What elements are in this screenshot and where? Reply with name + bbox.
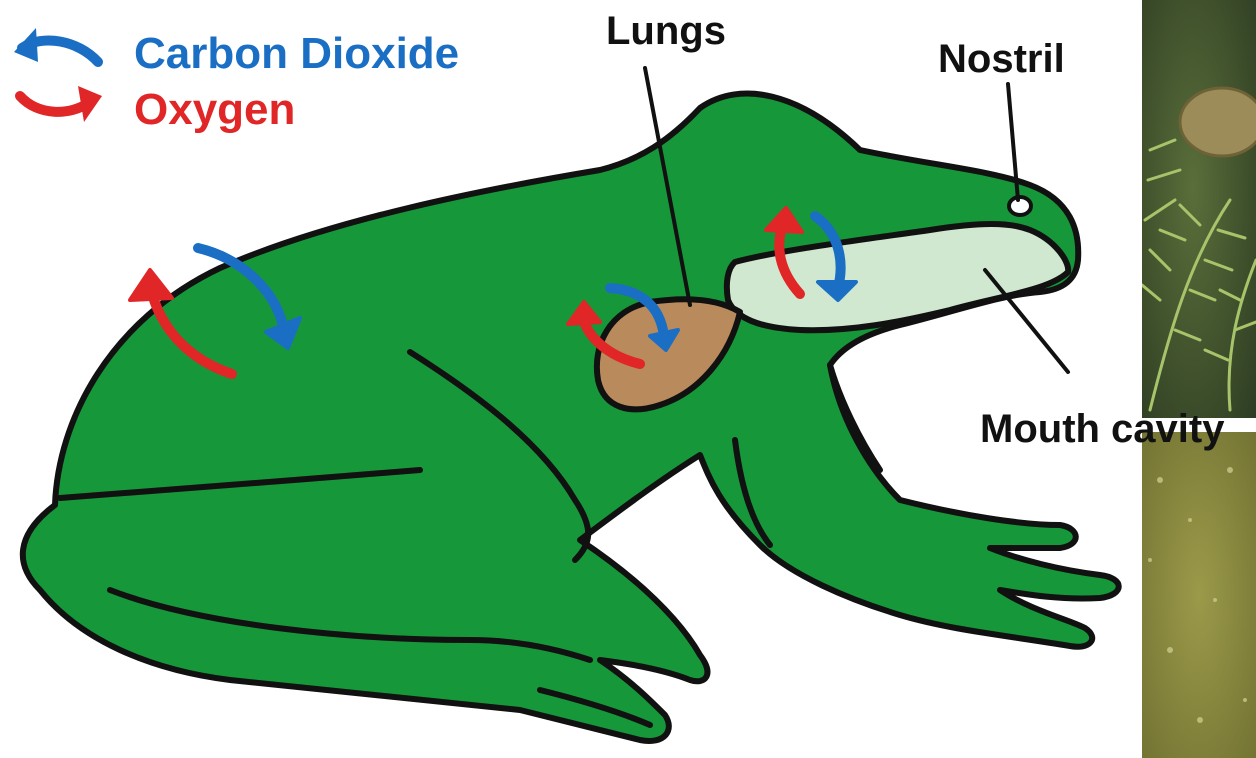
nostril-label: Nostril bbox=[938, 37, 1065, 81]
lungs-label: Lungs bbox=[606, 9, 726, 53]
frog bbox=[23, 94, 1119, 741]
oxygen-legend-arrow-icon bbox=[20, 96, 90, 112]
tadpole-shape bbox=[1180, 88, 1256, 156]
nostril bbox=[1009, 197, 1031, 215]
mouth-cavity-label: Mouth cavity bbox=[980, 407, 1225, 451]
photo-top-right bbox=[1142, 0, 1256, 418]
legend-carbon-dioxide-label: Carbon Dioxide bbox=[134, 29, 459, 78]
legend: Carbon Dioxide Oxygen bbox=[14, 28, 459, 134]
oxygen-legend-arrowhead-icon bbox=[78, 86, 102, 122]
skin-o2-arrowhead-icon bbox=[130, 270, 172, 300]
carbon-dioxide-legend-arrowhead-icon bbox=[14, 28, 38, 62]
photo-bottom-right bbox=[1142, 432, 1256, 758]
legend-oxygen-label: Oxygen bbox=[134, 85, 295, 134]
frog-body bbox=[23, 94, 1119, 741]
